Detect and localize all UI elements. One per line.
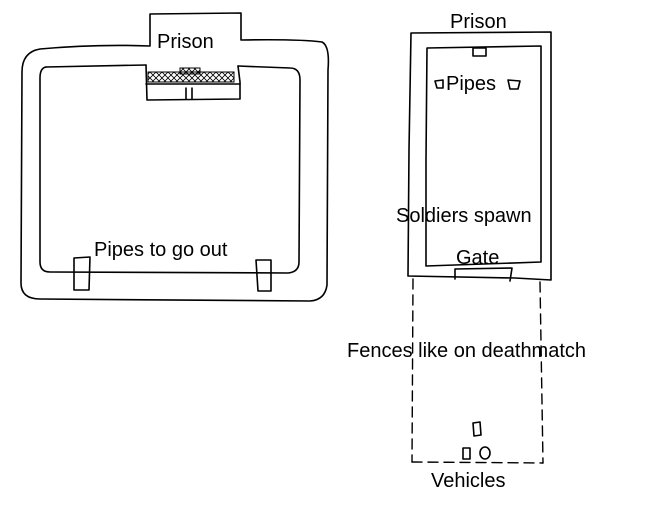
right-prison-cell: [472, 47, 487, 57]
right-pipe-left: [434, 79, 444, 89]
right-fence-bottom: [411, 461, 544, 464]
right-gate: [454, 267, 513, 282]
right-fence-right: [539, 281, 544, 464]
vehicles-label: Vehicles: [431, 470, 506, 492]
left-pipes-label: Pipes to go out: [94, 239, 228, 261]
right-map: Prison Pipes Soldiers spawn Gate Fences …: [347, 11, 586, 492]
left-inner-wall: [39, 65, 301, 274]
left-map: Prison Pipes to go out: [20, 12, 330, 302]
right-pipes-label: Pipes: [446, 73, 496, 95]
right-prison-label: Prison: [450, 11, 507, 33]
left-outer-wall: [20, 12, 330, 302]
left-pipe-right: [255, 259, 272, 292]
vehicle-1: [472, 421, 482, 437]
right-fence-left: [411, 278, 414, 463]
fences-label: Fences like on deathmatch: [347, 340, 586, 362]
left-prison-label: Prison: [157, 31, 214, 53]
soldiers-spawn-label: Soldiers spawn: [396, 205, 532, 227]
right-outer-wall: [407, 31, 552, 281]
gate-label: Gate: [456, 247, 499, 269]
vehicle-3: [479, 446, 491, 460]
left-pipe-left: [73, 256, 91, 291]
right-pipe-right: [507, 79, 521, 90]
left-prison-block: [145, 64, 241, 101]
vehicle-2: [462, 447, 471, 460]
right-inner-wall: [425, 45, 542, 267]
